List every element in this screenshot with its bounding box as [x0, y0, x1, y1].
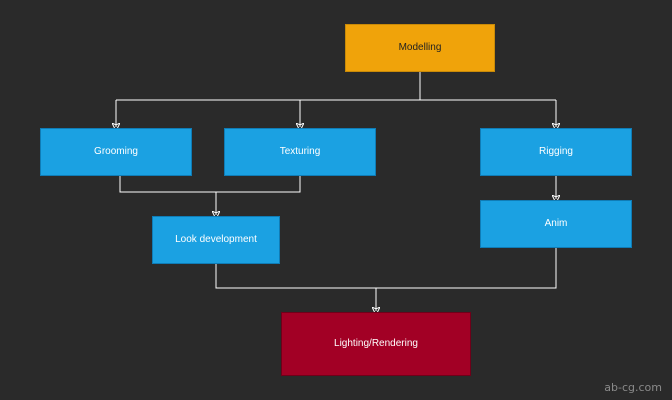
- node-lighting-rendering-label: Lighting/Rendering: [334, 338, 418, 349]
- node-lighting-rendering: Lighting/Rendering: [281, 312, 471, 376]
- node-anim-label: Anim: [544, 218, 568, 229]
- watermark: ab-cg.com: [604, 381, 662, 394]
- node-rigging: Rigging: [480, 128, 632, 176]
- node-texturing: Texturing: [224, 128, 376, 176]
- connector-lookdev-anim-merge: [215, 248, 557, 289]
- node-texturing-label: Texturing: [279, 146, 321, 157]
- node-rigging-label: Rigging: [539, 146, 573, 157]
- connector-grooming-texturing-merge: [119, 176, 301, 193]
- node-look-development: Look development: [152, 216, 280, 264]
- node-modelling: Modelling: [345, 24, 495, 72]
- node-modelling-label: Modelling: [398, 42, 442, 53]
- node-look-development-label: Look development: [175, 234, 257, 245]
- node-grooming-label: Grooming: [94, 146, 138, 157]
- node-grooming: Grooming: [40, 128, 192, 176]
- node-anim: Anim: [480, 200, 632, 248]
